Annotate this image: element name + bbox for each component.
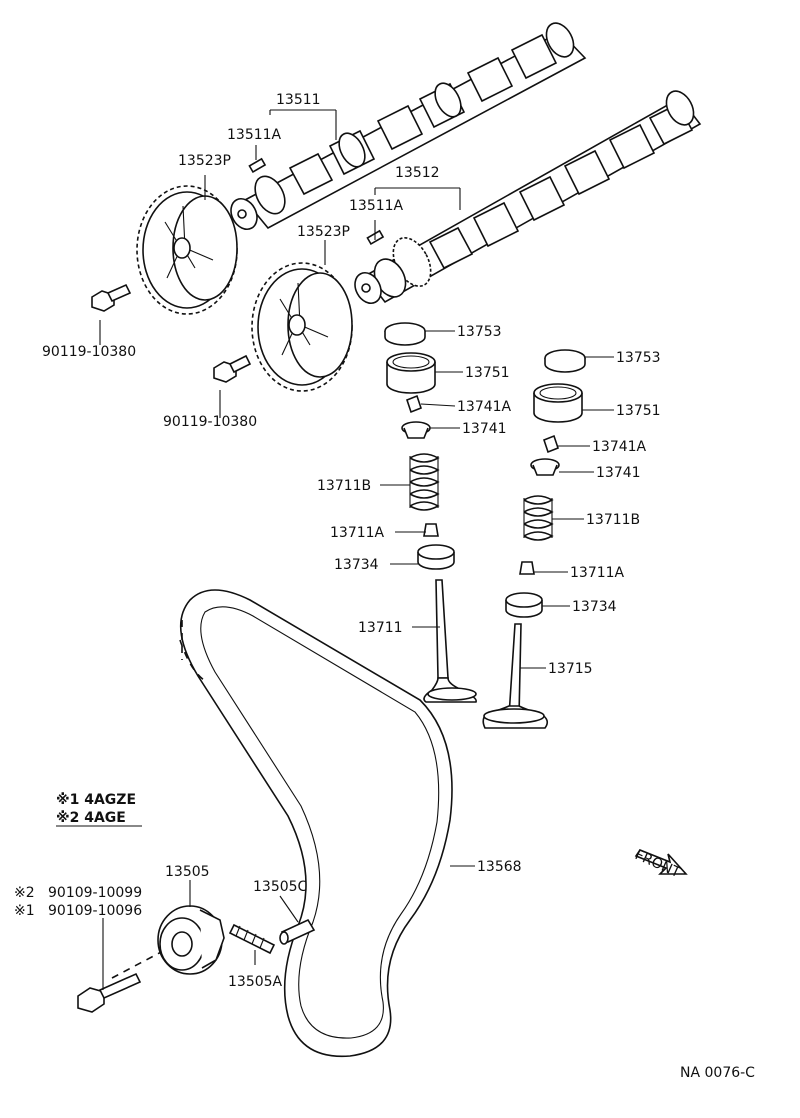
cam-pulley-2[interactable]	[251, 262, 353, 392]
legend-line-1: ※1 4AGZE	[56, 792, 136, 808]
lifter-left[interactable]	[386, 352, 436, 394]
camshaft-intake[interactable]	[226, 18, 587, 233]
label-13741-right: 13741	[596, 465, 641, 481]
label-13753-left: 13753	[457, 324, 502, 340]
pin-intake[interactable]	[248, 157, 267, 174]
retainer-left[interactable]	[401, 421, 431, 439]
label-13505a: 13505A	[228, 974, 283, 990]
label-13753-right: 13753	[616, 350, 661, 366]
spring-right[interactable]	[523, 495, 554, 541]
label-13734-left: 13734	[334, 557, 379, 573]
label-13505c: 13505C	[253, 879, 308, 895]
legend-line-2: ※2 4AGE	[56, 810, 126, 826]
label-13511a-intake: 13511A	[227, 127, 282, 143]
label-bolt-1: 90119-10380	[42, 344, 136, 360]
key-right[interactable]	[543, 434, 559, 454]
lifter-right[interactable]	[533, 383, 583, 423]
camshaft-exhaust[interactable]	[350, 86, 702, 307]
label-90109-10099: 90109-10099	[48, 885, 142, 901]
label-13734-right: 13734	[572, 599, 617, 615]
key-left[interactable]	[406, 394, 422, 414]
label-13711: 13711	[358, 620, 403, 636]
label-13511: 13511	[276, 92, 321, 108]
label-13523p-1: 13523P	[178, 153, 231, 169]
label-13568: 13568	[477, 859, 522, 875]
label-13751-left: 13751	[465, 365, 510, 381]
label-bolt-2: 90119-10380	[163, 414, 257, 430]
seat-left[interactable]	[417, 544, 455, 570]
label-13751-right: 13751	[616, 403, 661, 419]
label-13741a-right: 13741A	[592, 439, 647, 455]
label-13512: 13512	[395, 165, 440, 181]
retainer-right[interactable]	[530, 458, 560, 476]
label-13711a-left: 13711A	[330, 525, 385, 541]
label-13711a-right: 13711A	[570, 565, 625, 581]
valve-intake[interactable]	[423, 579, 478, 703]
seal-right[interactable]	[519, 561, 535, 575]
label-13511a-exhaust: 13511A	[349, 198, 404, 214]
leader-lines	[99, 109, 614, 990]
label-front: FRONT	[632, 847, 683, 881]
label-13715: 13715	[548, 661, 593, 677]
label-13711b-right: 13711B	[586, 512, 640, 528]
idler-bolt-axis	[111, 949, 166, 979]
front-arrow-icon	[634, 849, 688, 875]
pulley-bolt-1[interactable]	[91, 283, 132, 312]
spring-left[interactable]	[409, 453, 440, 511]
valve-stack-left	[384, 322, 478, 703]
label-90109-10096: 90109-10096	[48, 903, 142, 919]
seal-left[interactable]	[423, 523, 439, 537]
idler-bolt[interactable]	[77, 972, 142, 1013]
valve-exhaust[interactable]	[482, 623, 549, 729]
seat-right[interactable]	[505, 592, 543, 618]
idler-pulley[interactable]	[157, 905, 225, 975]
label-mark-2: ※2	[14, 885, 35, 901]
label-13505: 13505	[165, 864, 210, 880]
label-13741-left: 13741	[462, 421, 507, 437]
label-13523p-2: 13523P	[297, 224, 350, 240]
pulley-bolt-2[interactable]	[213, 354, 252, 383]
label-13711b-left: 13711B	[317, 478, 371, 494]
label-mark-1: ※1	[14, 903, 35, 919]
cam-pulley-1[interactable]	[136, 185, 238, 315]
diagram-code: NA 0076-C	[680, 1065, 755, 1081]
idler-spring[interactable]	[228, 923, 276, 955]
valve-stack-right	[482, 349, 586, 729]
label-13741a-left: 13741A	[457, 399, 512, 415]
idler-pin[interactable]	[279, 918, 316, 945]
timing-belt[interactable]	[179, 589, 453, 1058]
